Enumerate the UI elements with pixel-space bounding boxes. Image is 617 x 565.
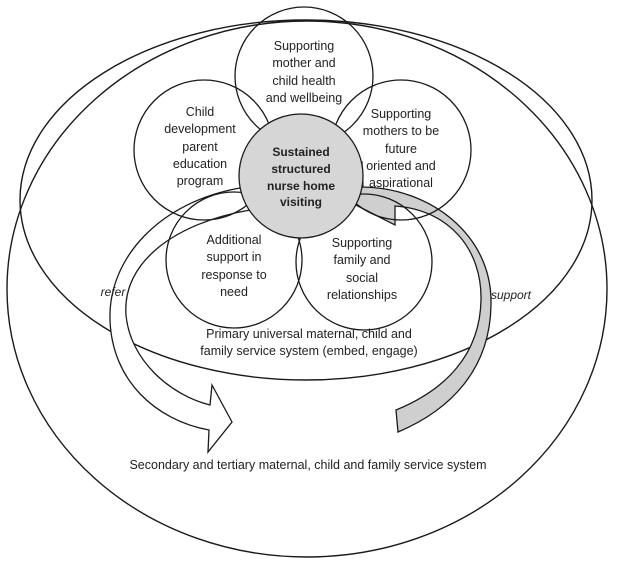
center-circle — [238, 113, 364, 239]
refer-arrow — [109, 187, 251, 454]
primary-universal-system-ellipse — [19, 19, 593, 381]
secondary-system-label: Secondary and tertiary maternal, child a… — [129, 458, 487, 472]
petal-label-lower-left: Additional support in response to need — [201, 233, 267, 299]
secondary-tertiary-system-ellipse — [6, 20, 608, 558]
refer-label: refer — [100, 285, 126, 299]
support-label: support — [490, 288, 532, 302]
petal-circle-lower-left — [165, 191, 303, 329]
primary-system-label: Primary universal maternal, child and fa… — [200, 327, 418, 359]
petal-label-lower-right: Supporting family and social relationshi… — [326, 236, 398, 302]
petal-label-upper-right: Supporting mothers to be future oriented… — [362, 107, 440, 190]
petal-circle-lower-right — [295, 193, 433, 331]
petal-label-upper-left: Child development parent education progr… — [164, 105, 236, 188]
center-label: Sustained structured nurse home visiting — [266, 145, 335, 210]
support-arrow — [341, 160, 492, 433]
petal-label-top: Supporting mother and child health and w… — [265, 39, 343, 105]
